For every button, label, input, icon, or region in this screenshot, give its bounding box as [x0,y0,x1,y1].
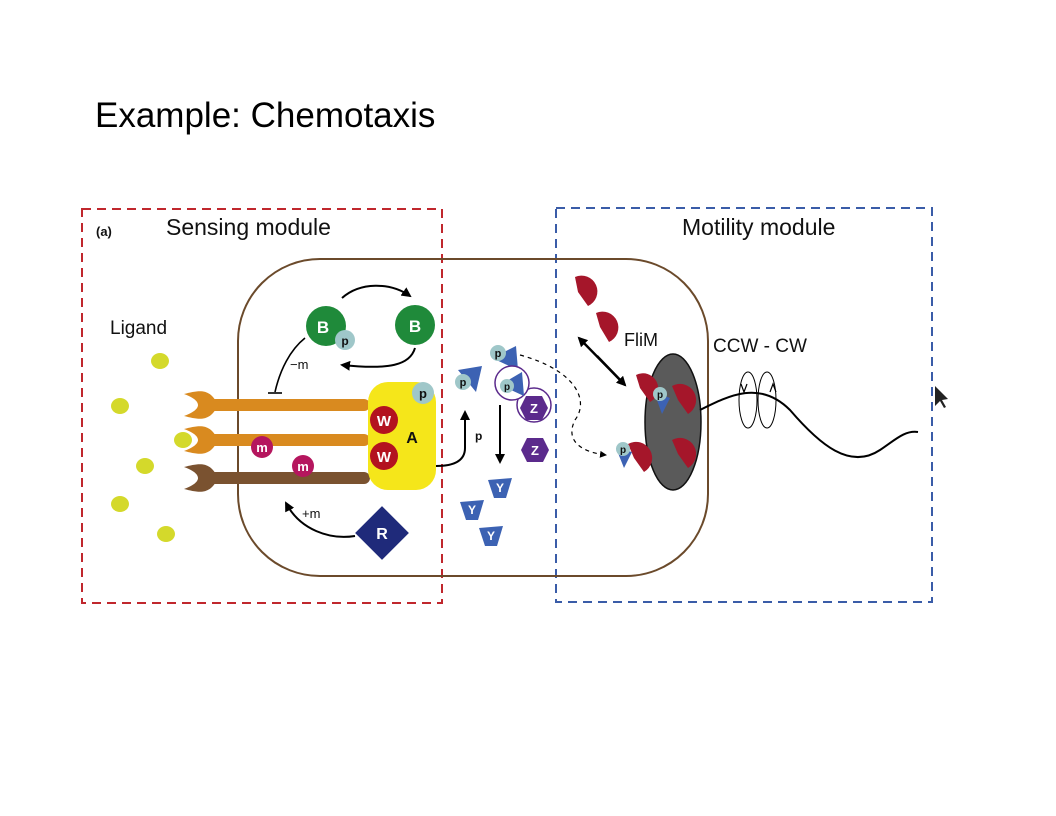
methyl-label: m [256,440,268,455]
slide-title: Example: Chemotaxis [95,96,436,135]
phosphate-label: p [475,429,482,443]
flim-exchange-arrow [577,336,626,386]
cheB-protein [395,305,435,345]
receptor-middle [184,426,370,454]
ligand-molecules [111,353,192,542]
flim-bound-cheY: p [653,383,697,414]
phosphate-label: p [504,382,510,393]
motility-module-frame [555,207,933,603]
rotation-label: CCW - CW [713,336,807,357]
cheZ-label: Z [530,401,538,416]
cheY-label: Y [496,481,504,495]
flim-protein [672,437,697,468]
rotation-indicator [757,371,777,429]
receptor-top [184,391,370,419]
cheZ-protein: Z [521,438,549,462]
cheB-phosphorylation-arrow [341,284,412,299]
cheB-label: B [409,317,421,336]
ligand-molecule [151,353,169,369]
cheY-cheZ-complex: p Z [494,365,552,423]
cheB-dephosphorylation-arrow [340,347,416,371]
ligand-label: Ligand [110,318,167,339]
rotation-indicator [738,371,758,429]
flim-protein [636,373,659,402]
ligand-molecule [174,432,192,448]
cheW-protein [370,442,398,470]
phosphate-label: p [460,377,467,389]
phosphate-label: p [657,390,663,401]
phosphate-label: p [419,386,427,401]
cheY-phosphorylated: p [490,345,518,370]
ligand-molecule [111,496,129,512]
cell-membrane [237,258,709,577]
phosphate-label: p [620,445,626,456]
cheW-protein [370,406,398,434]
flim-bound-cheY: p [616,441,653,472]
cheW-label: W [377,449,392,466]
phosphate-label: p [341,334,348,348]
phosphate-label: p [495,348,502,360]
cheW-label: W [377,413,392,430]
motility-module-label: Motility module [682,214,835,240]
phosphotransfer-arrow [435,410,470,467]
demethylation-inhibition-line [274,337,306,393]
flagellar-motor [644,353,702,491]
cheB-label: B [317,318,329,337]
cheB-phosphate [335,330,355,350]
flagellum [699,391,919,459]
ligand-molecule [157,526,175,542]
flim-label: FliM [624,330,658,350]
sensing-module-frame [81,208,443,604]
panel-label: (a) [96,224,112,239]
sensing-module-label: Sensing module [166,214,331,240]
cheA-label: A [406,430,418,447]
receptor-bottom [184,464,370,492]
cheY-binding-arrow [519,354,607,458]
methyl-group [251,436,273,458]
cheY-protein: Y [488,478,512,498]
methyl-group [292,455,314,477]
cheZ-label: Z [531,443,539,458]
cheY-label: Y [468,503,476,517]
cheY-protein: Y [460,500,484,520]
rotation-arrow [740,383,748,394]
cursor-icon [935,386,948,408]
flim-protein [596,311,619,342]
cheY-phosphorylated: p [455,366,482,392]
methyl-label: m [297,459,309,474]
methylation-arrow [285,501,356,538]
ligand-molecule [111,398,129,414]
plus-m-label: +m [302,506,320,521]
flim-protein [575,275,598,306]
cheY-protein: Y [479,526,503,546]
cheA-phosphate [412,382,434,404]
cheY-label: Y [487,529,495,543]
ligand-molecule [136,458,154,474]
minus-m-label: −m [290,357,308,372]
rotation-arrow [769,382,777,393]
cheR-label: R [376,526,388,543]
